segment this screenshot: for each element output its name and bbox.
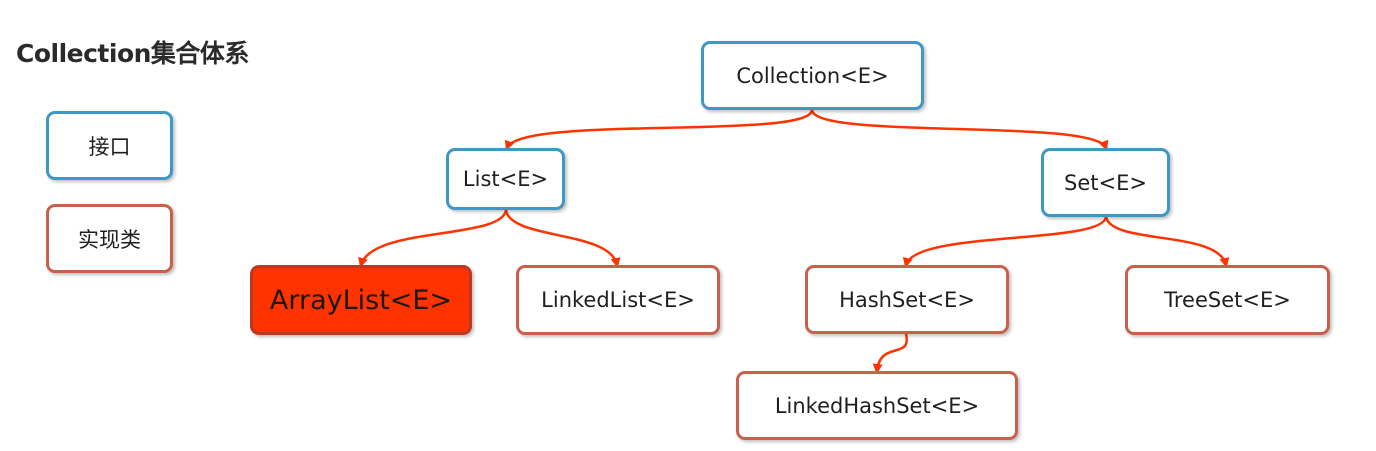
legend-interface-box: 接口 [46,111,173,180]
node-set: Set<E> [1041,148,1170,217]
node-linkedlist-label: LinkedList<E> [541,288,695,312]
node-collection-label: Collection<E> [736,63,889,88]
node-treeset: TreeSet<E> [1125,265,1330,335]
legend-interface-label: 接口 [88,134,131,159]
edge-list-linkedlist [504,209,621,268]
edge-hashset-linkedhashset [872,333,908,374]
node-arraylist-label: ArrayList<E> [269,284,453,316]
node-linkedlist: LinkedList<E> [516,265,720,335]
node-set-label: Set<E> [1064,170,1147,195]
page-title: Collection集合体系 [16,39,249,68]
node-linkedhashset-label: LinkedHashSet<E> [774,393,980,418]
edge-list-arraylist [358,209,508,268]
legend-impl-box: 实现类 [46,204,173,273]
legend-impl-label: 实现类 [78,227,141,252]
node-list-label: List<E> [462,167,549,191]
edge-set-treeset [1104,216,1230,268]
edge-collection-list [504,109,814,151]
node-list: List<E> [446,148,565,210]
node-linkedhashset: LinkedHashSet<E> [736,371,1018,440]
node-hashset: HashSet<E> [805,265,1009,334]
edge-collection-set [810,109,1109,151]
node-collection: Collection<E> [701,41,924,110]
node-arraylist: ArrayList<E> [250,265,472,335]
node-hashset-label: HashSet<E> [839,287,975,312]
edge-set-hashset [902,216,1108,268]
node-treeset-label: TreeSet<E> [1164,288,1291,312]
